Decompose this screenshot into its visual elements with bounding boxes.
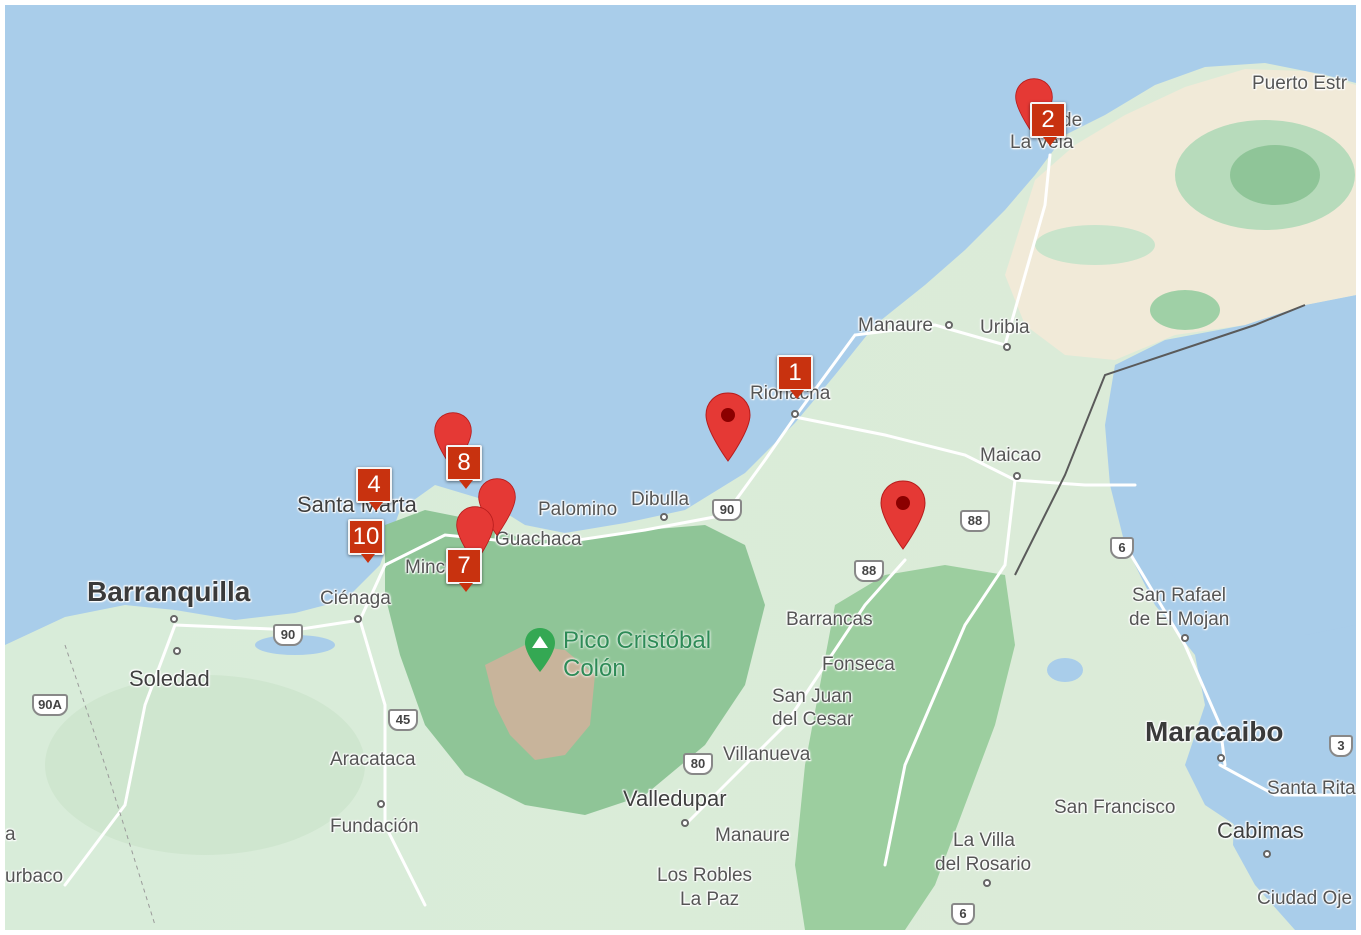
label-dibulla: Dibulla: [631, 489, 690, 510]
route-88-shield: 88: [960, 510, 990, 532]
route-6-shield: 6: [951, 903, 975, 925]
route-6-shield: 6: [1110, 537, 1134, 559]
town-dot: [1003, 343, 1011, 351]
numbered-marker-1[interactable]: 1: [777, 355, 813, 399]
route-88-shield: 88: [854, 560, 884, 582]
route-45-shield: 45: [388, 709, 418, 731]
map-base-layer: [5, 5, 1356, 930]
lowland: [45, 675, 365, 855]
town-dot: [791, 410, 799, 418]
label-pico-cristobal-colon-1: Pico Cristóbal: [563, 627, 712, 654]
route-3-shield: 3: [1329, 735, 1353, 757]
serrania-del-perija: [795, 565, 1015, 930]
town-dot: [945, 321, 953, 329]
label-minca: Minca: [405, 557, 456, 578]
label-palomino: Palomino: [538, 499, 618, 520]
route-90-shield: 90: [273, 624, 303, 646]
location-pin-icon[interactable]: [704, 391, 752, 463]
label-la-paz: La Paz: [680, 889, 740, 910]
label-maicao: Maicao: [980, 445, 1042, 466]
city-dot: [681, 819, 689, 827]
numbered-marker-8[interactable]: 8: [446, 445, 482, 489]
label-san-juan-1: San Juan: [772, 686, 853, 707]
label-guachaca: Guachaca: [495, 529, 582, 550]
label-la-villa-2: del Rosario: [935, 854, 1032, 875]
hill-patch: [1230, 145, 1320, 205]
route-90-shield: 90: [712, 499, 742, 521]
label-cienaga: Ciénaga: [320, 588, 391, 609]
label-san-rafael-2: de El Mojan: [1129, 609, 1230, 630]
label-la-villa-1: La Villa: [953, 830, 1015, 851]
label-pico-cristobal-colon-2: Colón: [563, 655, 626, 682]
label-manaure-south: Manaure: [715, 825, 790, 846]
label-san-juan-2: del Cesar: [772, 709, 854, 730]
gulf-of-venezuela: [1115, 305, 1356, 645]
town-dot: [354, 615, 362, 623]
city-dot: [170, 615, 178, 623]
label-fundacion: Fundación: [330, 816, 419, 837]
location-pin-icon[interactable]: [879, 479, 927, 551]
town-dot: [983, 879, 991, 887]
label-uribia: Uribia: [980, 317, 1030, 338]
lake-maracaibo: [1233, 773, 1356, 930]
label-left-edge: a: [5, 824, 16, 845]
city-dot: [1217, 754, 1225, 762]
mountain-peak-icon[interactable]: [523, 626, 557, 676]
label-soledad: Soledad: [129, 666, 210, 691]
city-dot: [1263, 850, 1271, 858]
label-barrancas: Barrancas: [786, 609, 873, 630]
label-cabimas: Cabimas: [1217, 818, 1304, 843]
town-dot: [660, 513, 668, 521]
map-canvas[interactable]: Puerto Estr de La Vela Manaure Uribia Ri…: [5, 5, 1356, 930]
forest-patch: [1035, 225, 1155, 265]
route-90a-shield: 90A: [32, 694, 68, 716]
numbered-marker-10[interactable]: 10: [348, 519, 384, 563]
sierra-peaks: [485, 645, 595, 760]
label-san-rafael-1: San Rafael: [1132, 585, 1227, 606]
label-santa-rita: Santa Rita: [1267, 778, 1356, 799]
label-san-francisco: San Francisco: [1054, 797, 1176, 818]
label-villanueva: Villanueva: [723, 744, 811, 765]
label-valledupar: Valledupar: [623, 786, 727, 811]
label-aracataca: Aracataca: [330, 749, 416, 770]
town-dot: [377, 800, 385, 808]
label-barranquilla: Barranquilla: [87, 576, 251, 607]
label-ciudad-ojeda: Ciudad Oje: [1257, 888, 1353, 909]
label-turbaco: urbaco: [5, 866, 64, 887]
town-dot: [1181, 634, 1189, 642]
label-puerto-estrella: Puerto Estr: [1252, 73, 1348, 94]
numbered-marker-2[interactable]: 2: [1030, 102, 1066, 146]
label-maracaibo: Maracaibo: [1145, 716, 1284, 747]
label-los-robles: Los Robles: [657, 865, 753, 886]
hill-patch: [1150, 290, 1220, 330]
department-boundary: [64, 644, 156, 926]
numbered-marker-4[interactable]: 4: [356, 467, 392, 511]
label-cabo-de-la-vela: de: [1061, 110, 1083, 131]
lagoon: [1047, 658, 1083, 682]
route-80-shield: 80: [683, 753, 713, 775]
label-fonseca: Fonseca: [822, 654, 895, 675]
town-dot: [1013, 472, 1021, 480]
town-dot: [173, 647, 181, 655]
colombia-venezuela-border: [1014, 304, 1306, 576]
road-network: [63, 153, 1347, 907]
label-manaure-north: Manaure: [858, 315, 933, 336]
numbered-marker-7[interactable]: 7: [446, 548, 482, 592]
